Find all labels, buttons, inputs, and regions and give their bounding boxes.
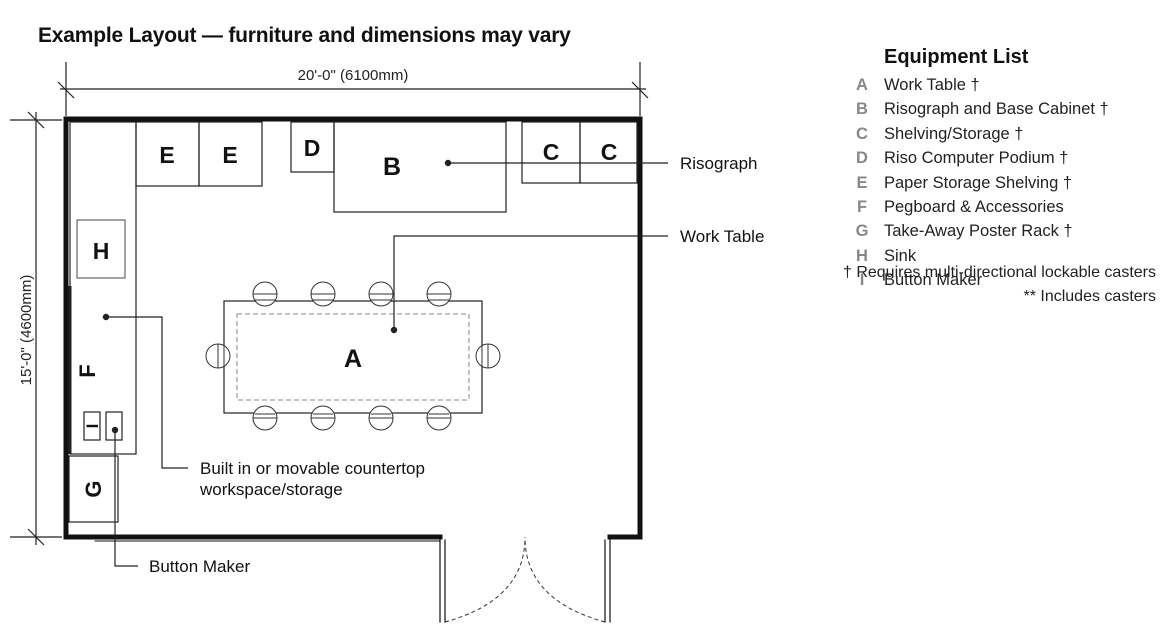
callout-work-table: Work Table bbox=[680, 227, 764, 246]
legend-item: E Paper Storage Shelving † bbox=[830, 174, 1150, 198]
legend-label: Paper Storage Shelving † bbox=[884, 173, 1073, 192]
note-lockable-casters: † Requires multi-directional lockable ca… bbox=[842, 264, 1156, 281]
label-F: F bbox=[75, 364, 100, 377]
legend-label: Riso Computer Podium † bbox=[884, 149, 1069, 168]
chair bbox=[426, 405, 452, 431]
chair bbox=[368, 281, 394, 307]
legend-label: Work Table † bbox=[884, 76, 980, 94]
width-dimension bbox=[57, 62, 649, 116]
legend-label: Take-Away Poster Rack † bbox=[884, 222, 1073, 241]
label-G: G bbox=[81, 480, 106, 497]
legend-item: D Riso Computer Podium † bbox=[830, 149, 1150, 173]
legend-key: E bbox=[856, 173, 868, 192]
legend-label: Risograph and Base Cabinet † bbox=[884, 100, 1109, 119]
legend-label: Pegboard & Accessories bbox=[884, 197, 1064, 216]
chair bbox=[205, 343, 231, 369]
label-I: I bbox=[83, 424, 102, 429]
legend-label: Sink bbox=[884, 246, 917, 265]
legend-key: A bbox=[856, 76, 868, 94]
legend-item: A Work Table † bbox=[830, 76, 1150, 100]
double-door bbox=[444, 536, 606, 623]
legend-label: Shelving/Storage † bbox=[884, 124, 1024, 143]
legend-list: A Work Table † B Risograph and Base Cabine… bbox=[830, 76, 1150, 296]
legend-key: F bbox=[856, 197, 868, 216]
height-dimension-label: 15'-0" (4600mm) bbox=[18, 275, 35, 386]
legend-item: G Take-Away Poster Rack † bbox=[830, 222, 1150, 246]
chair bbox=[310, 281, 336, 307]
poster-rack bbox=[68, 455, 119, 523]
legend-key: C bbox=[856, 124, 868, 143]
height-dimension bbox=[10, 111, 62, 546]
legend-label: Button Maker bbox=[884, 271, 983, 290]
chair bbox=[310, 405, 336, 431]
work-table bbox=[223, 300, 483, 414]
note-includes-casters: ** Includes casters bbox=[1023, 288, 1156, 305]
label-B: B bbox=[383, 153, 401, 181]
diagram-title: Example Layout — furniture and dimension… bbox=[38, 24, 571, 47]
legend-key: H bbox=[856, 246, 868, 265]
callout-lines bbox=[102, 159, 668, 567]
label-C2: C bbox=[601, 139, 618, 165]
label-C1: C bbox=[543, 139, 560, 165]
chair bbox=[368, 405, 394, 431]
room-walls bbox=[63, 116, 643, 623]
legend-item: I Button Maker bbox=[830, 271, 1150, 295]
chairs bbox=[205, 281, 501, 431]
callout-button-maker: Button Maker bbox=[149, 557, 250, 576]
width-dimension-label: 20'-0" (6100mm) bbox=[298, 67, 409, 84]
legend-item: B Risograph and Base Cabinet † bbox=[830, 100, 1150, 124]
legend-item: F Pegboard & Accessories bbox=[830, 198, 1150, 222]
legend-heading: Equipment List bbox=[884, 46, 1029, 68]
label-H: H bbox=[93, 238, 110, 264]
chair bbox=[252, 281, 278, 307]
shelving-storage bbox=[521, 121, 638, 184]
label-E1: E bbox=[159, 142, 174, 168]
callout-risograph: Risograph bbox=[680, 154, 758, 173]
floor-plan: 20'-0" (6100mm) 15'-0" (4600mm) bbox=[10, 62, 764, 623]
legend-key: G bbox=[855, 222, 869, 241]
label-D: D bbox=[304, 135, 321, 161]
callout-countertop-line2: workspace/storage bbox=[199, 480, 343, 499]
callout-countertop-line1: Built in or movable countertop bbox=[200, 459, 425, 478]
sink bbox=[76, 219, 126, 279]
legend-key: D bbox=[856, 149, 868, 168]
legend-key: B bbox=[856, 100, 868, 119]
paper-storage-shelving bbox=[135, 121, 263, 187]
legend-item: H Sink bbox=[830, 247, 1150, 271]
label-E2: E bbox=[222, 142, 237, 168]
chair bbox=[475, 343, 501, 369]
chair bbox=[252, 405, 278, 431]
chair bbox=[426, 281, 452, 307]
button-maker bbox=[83, 411, 123, 441]
risograph-cabinet bbox=[333, 121, 507, 213]
legend-key: I bbox=[859, 271, 865, 290]
legend-item: C Shelving/Storage † bbox=[830, 125, 1150, 149]
countertop bbox=[68, 121, 137, 455]
label-A: A bbox=[344, 345, 362, 373]
